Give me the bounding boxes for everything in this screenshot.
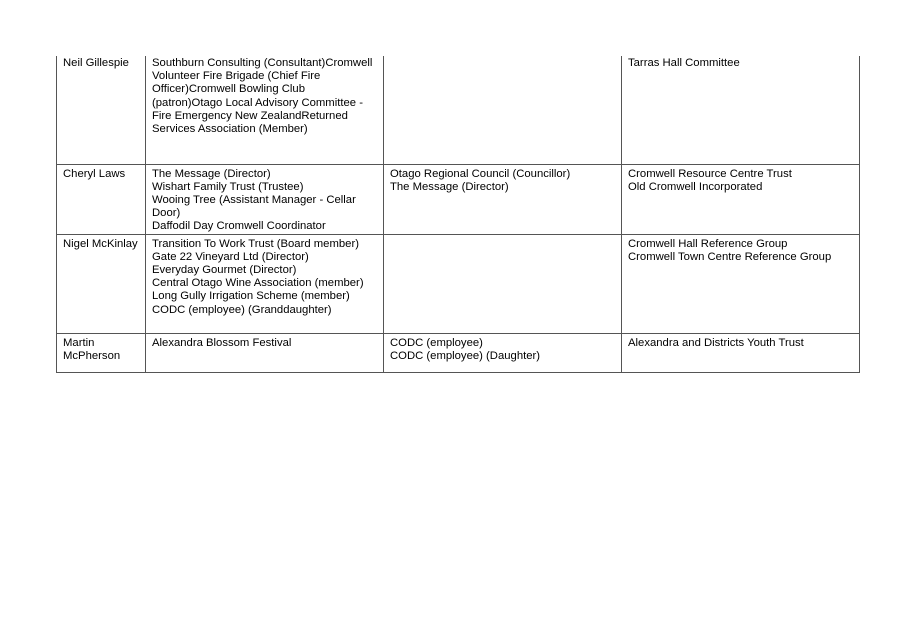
table-row: Neil Gillespie Southburn Consulting (Cons… <box>56 56 860 165</box>
cell-line: Wooing Tree (Assistant Manager - Cellar <box>152 193 356 206</box>
member-name-cell: Cheryl Laws <box>56 163 146 235</box>
cell-line: Gate 22 Vineyard Ltd (Director) <box>152 250 309 263</box>
cell-line: Central Otago Wine Association (member) <box>152 277 364 290</box>
interests-cell: Transition To Work Trust (Board member)G… <box>145 233 384 334</box>
cell-line: Wishart Family Trust (Trustee) <box>152 180 304 193</box>
cell-line: McPherson <box>63 349 121 362</box>
cell-line: Cromwell Resource Centre Trust <box>628 167 792 180</box>
cell-line: The Message (Director) <box>390 180 509 193</box>
cell-line: Martin <box>63 336 95 349</box>
cell-line: Alexandra Blossom Festival <box>152 336 292 349</box>
cell-line: Everyday Gourmet (Director) <box>152 263 297 276</box>
cell-line: CODC (employee) (Daughter) <box>390 349 541 362</box>
employment-cell: Otago Regional Council (Councillor)The M… <box>383 163 622 235</box>
member-name-cell: Nigel McKinlay <box>56 233 146 334</box>
organisations-cell: Tarras Hall Committee <box>621 56 860 165</box>
employment-cell: CODC (employee)CODC (employee) (Daughter… <box>383 332 622 373</box>
cell-line: Otago Regional Council (Councillor) <box>390 167 571 180</box>
cell-line: Daffodil Day Cromwell Coordinator <box>152 220 326 233</box>
cell-line: (patron)Otago Local Advisory Committee - <box>152 96 363 109</box>
cell-line: Services Association (Member) <box>152 123 308 136</box>
cell-line: Door) <box>152 207 181 220</box>
cell-line: Volunteer Fire Brigade (Chief Fire <box>152 70 321 83</box>
cell-line: Alexandra and Districts Youth Trust <box>628 336 804 349</box>
cell-line: Neil Gillespie <box>63 57 129 69</box>
cell-line: CODC (employee) <box>390 336 483 349</box>
employment-cell <box>383 56 622 165</box>
cell-line: Cromwell Town Centre Reference Group <box>628 250 832 263</box>
interests-table: Neil Gillespie Southburn Consulting (Cons… <box>56 56 860 373</box>
member-name-cell: Neil Gillespie <box>56 56 146 165</box>
cell-line: Old Cromwell Incorporated <box>628 180 763 193</box>
employment-cell <box>383 233 622 334</box>
cell-line: Tarras Hall Committee <box>628 57 740 69</box>
cell-line: The Message (Director) <box>152 167 271 180</box>
cell-line: Transition To Work Trust (Board member) <box>152 237 359 250</box>
interests-cell: Alexandra Blossom Festival <box>145 332 384 373</box>
interests-cell: The Message (Director)Wishart Family Tru… <box>145 163 384 235</box>
interests-cell: Southburn Consulting (Consultant)Cromwel… <box>145 56 384 165</box>
cell-line: Cromwell Hall Reference Group <box>628 237 788 250</box>
table-row: Nigel McKinlay Transition To Work Trust (… <box>56 233 860 334</box>
cell-line: Cheryl Laws <box>63 167 126 180</box>
organisations-cell: Alexandra and Districts Youth Trust <box>621 332 860 373</box>
cell-line: Fire Emergency New ZealandReturned <box>152 109 348 122</box>
cell-line: Nigel McKinlay <box>63 237 138 250</box>
cell-line: Officer)Cromwell Bowling Club <box>152 83 305 96</box>
cell-line: CODC (employee) (Granddaughter) <box>152 303 332 316</box>
cell-line: Long Gully Irrigation Scheme (member) <box>152 290 350 303</box>
cell-line: Southburn Consulting (Consultant)Cromwel… <box>152 57 373 69</box>
